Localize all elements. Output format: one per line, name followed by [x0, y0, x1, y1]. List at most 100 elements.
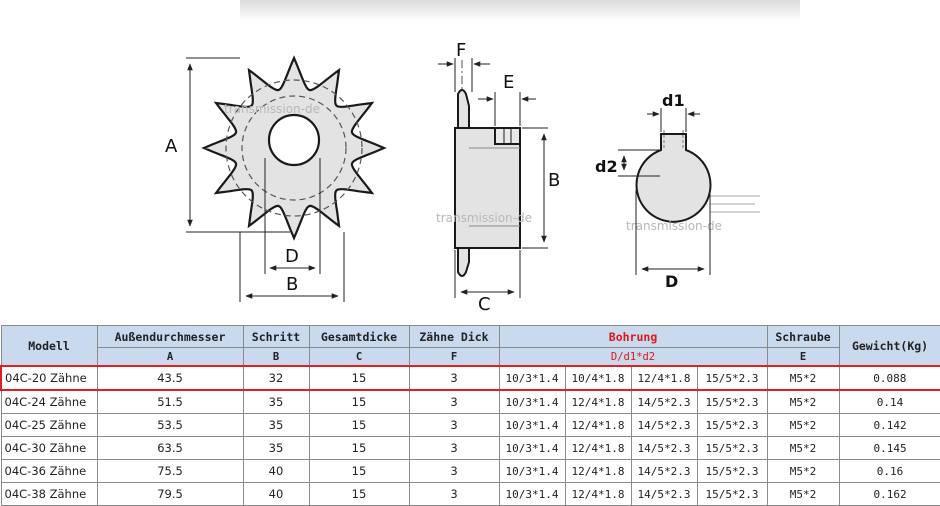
label-a: A [165, 136, 178, 157]
pitch-circle [225, 79, 363, 217]
cell-gewicht: 0.145 [838, 436, 940, 460]
label-b-front: B [286, 274, 298, 295]
cell-e: M5*2 [766, 436, 840, 460]
cell-c: 15 [308, 413, 410, 437]
spec-table: Modell Außendurchmesser Schritt Gesamtdi… [0, 325, 940, 506]
cell-bohrung-3: 14/5*2.3 [630, 413, 698, 437]
label-e: E [503, 72, 514, 93]
cell-bohrung-4: 15/5*2.3 [696, 459, 768, 483]
cell-c: 15 [308, 459, 410, 483]
cell-f: 3 [408, 436, 500, 460]
cell-bohrung-1: 10/3*1.4 [498, 389, 566, 414]
cell-bohrung-1: 10/3*1.4 [498, 413, 566, 437]
cell-bohrung-4: 15/5*2.3 [696, 365, 768, 391]
header-gewicht: Gewicht(Kg) [838, 325, 940, 367]
cell-f: 3 [408, 365, 500, 391]
cell-b: 35 [242, 413, 310, 437]
watermark: transmission-de [224, 102, 320, 116]
watermark-bore: transmission-de [626, 219, 722, 233]
cell-gewicht: 0.162 [838, 482, 940, 506]
cell-b: 32 [242, 365, 310, 391]
hub-circle [241, 95, 347, 201]
cell-bohrung-2: 12/4*1.8 [564, 436, 632, 460]
cell-bohrung-4: 15/5*2.3 [696, 389, 768, 414]
cell-bohrung-2: 12/4*1.8 [564, 482, 632, 506]
cell-f: 3 [408, 482, 500, 506]
cell-bohrung-3: 12/4*1.8 [630, 365, 698, 391]
cell-bohrung-2: 12/4*1.8 [564, 413, 632, 437]
table-row: 04C-20 Zähne 43.5 32 15 3 10/3*1.4 10/4*… [0, 365, 940, 391]
dimension-d [264, 158, 321, 274]
dimension-a [186, 57, 290, 233]
cell-bohrung-4: 15/5*2.3 [696, 413, 768, 437]
cell-bohrung-4: 15/5*2.3 [696, 436, 768, 460]
cell-bohrung-1: 10/3*1.4 [498, 365, 566, 391]
cell-c: 15 [308, 436, 410, 460]
cell-model: 04C-24 Zähne [0, 389, 98, 414]
cell-e: M5*2 [766, 482, 840, 506]
header-modell: Modell [0, 325, 98, 367]
cell-a: 63.5 [96, 436, 244, 460]
technical-drawing: transmission-de A D B transmission-de [165, 0, 800, 315]
cell-gewicht: 0.142 [838, 413, 940, 437]
table-row: 04C-24 Zähne 51.5 35 15 3 10/3*1.4 12/4*… [0, 389, 940, 414]
cell-model: 04C-20 Zähne [0, 365, 98, 391]
cell-c: 15 [308, 365, 410, 391]
cell-bohrung-2: 12/4*1.8 [564, 389, 632, 414]
subheader-bohrung: D/d1*d2 [498, 347, 768, 367]
cell-gewicht: 0.088 [838, 365, 940, 391]
cell-b: 40 [242, 482, 310, 506]
cell-a: 53.5 [96, 413, 244, 437]
subheader-e: E [766, 347, 840, 367]
label-b-side: B [548, 170, 560, 191]
label-d: D [285, 246, 299, 267]
cell-bohrung-3: 14/5*2.3 [630, 389, 698, 414]
cell-a: 75.5 [96, 459, 244, 483]
cell-bohrung-2: 12/4*1.8 [564, 459, 632, 483]
header-row: Modell Außendurchmesser Schritt Gesamtdi… [0, 325, 940, 367]
dimension-b-side [522, 127, 548, 249]
subheader-b: B [242, 347, 310, 367]
table-row: 04C-38 Zähne 79.5 40 15 3 10/3*1.4 12/4*… [0, 482, 940, 506]
label-f: F [456, 40, 466, 61]
cell-e: M5*2 [766, 365, 840, 391]
bore-hole [267, 113, 321, 167]
cell-bohrung-3: 14/5*2.3 [630, 482, 698, 506]
cell-e: M5*2 [766, 413, 840, 437]
cell-f: 3 [408, 413, 500, 437]
dimension-d1 [647, 108, 700, 132]
header-schraube: Schraube [766, 325, 840, 348]
label-d2: d2 [595, 157, 618, 176]
cell-model: 04C-36 Zähne [0, 459, 98, 483]
cell-a: 51.5 [96, 389, 244, 414]
subheader-row: A B C F D/d1*d2 E [1, 347, 940, 367]
cell-b: 35 [242, 436, 310, 460]
cell-e: M5*2 [766, 459, 840, 483]
cell-f: 3 [408, 389, 500, 414]
cell-model: 04C-30 Zähne [0, 436, 98, 460]
cell-bohrung-3: 14/5*2.3 [630, 459, 698, 483]
sprocket-side-view [454, 60, 521, 277]
cell-b: 35 [242, 389, 310, 414]
cell-b: 40 [242, 459, 310, 483]
header-zaehne-dick: Zähne Dick [408, 325, 500, 348]
watermark-side: transmission-de [436, 211, 532, 225]
dimension-c [454, 250, 521, 298]
header-bohrung: Bohrung [498, 325, 768, 348]
sprocket-front-view: transmission-de [201, 55, 387, 241]
dimension-d2 [618, 149, 660, 177]
subheader-a: A [96, 347, 244, 367]
table-row: 04C-30 Zähne 63.5 35 15 3 10/3*1.4 12/4*… [0, 436, 940, 460]
subheader-f: F [408, 347, 500, 367]
cell-bohrung-1: 10/3*1.4 [498, 436, 566, 460]
cell-gewicht: 0.14 [838, 389, 940, 414]
label-d1: d1 [662, 91, 685, 110]
subheader-c: C [308, 347, 410, 367]
dimension-d-bore [635, 190, 711, 275]
cell-e: M5*2 [766, 389, 840, 414]
cell-bohrung-4: 15/5*2.3 [696, 482, 768, 506]
header-aussendurchmesser: Außendurchmesser [96, 325, 244, 348]
cell-bohrung-1: 10/3*1.4 [498, 482, 566, 506]
cell-model: 04C-25 Zähne [0, 413, 98, 437]
label-c: C [478, 294, 491, 315]
